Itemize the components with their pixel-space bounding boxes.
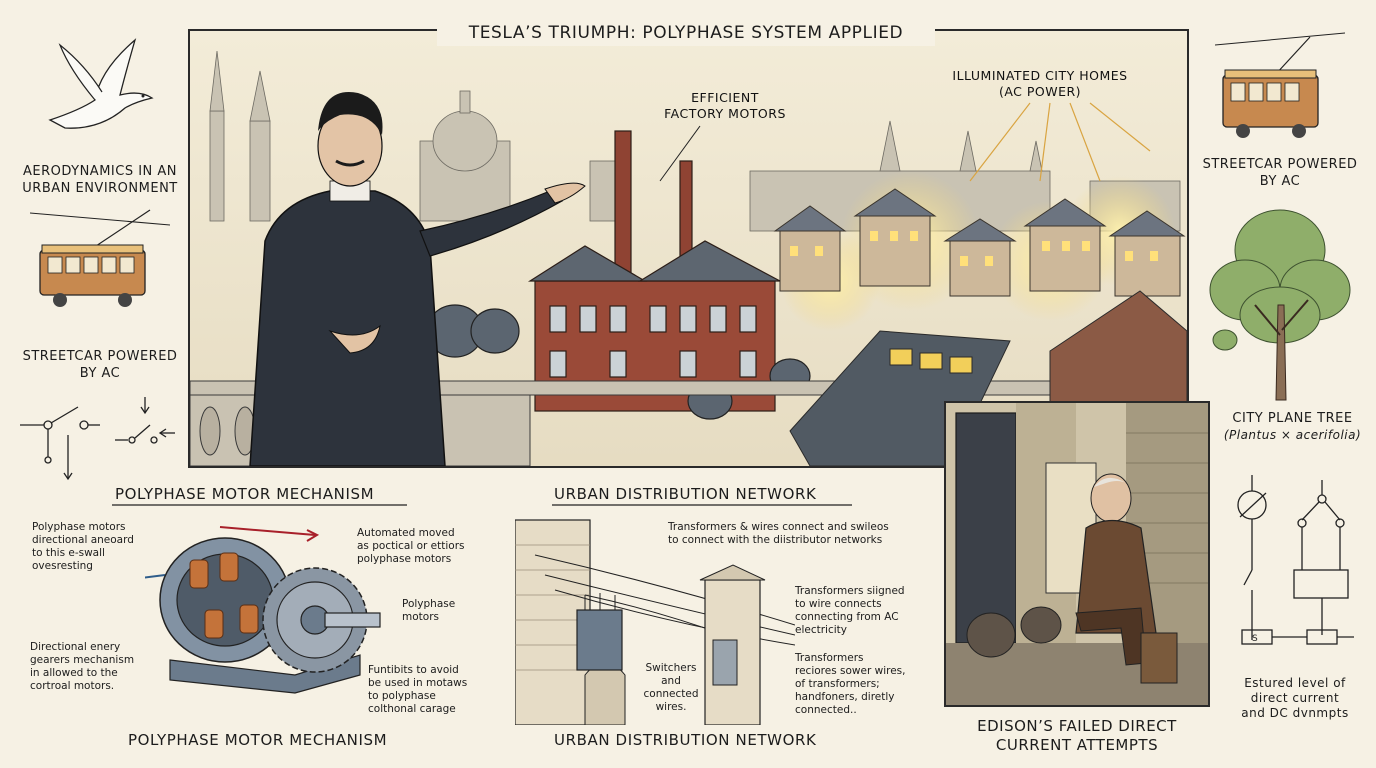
motor-note-rt-3: polyphase motors (357, 553, 452, 565)
motor-note-right-top: Automated moved as poctical or ettiors p… (357, 527, 517, 566)
illuminated-homes (773, 171, 1186, 331)
motor-note-rb-2: be used in motaws (368, 677, 468, 689)
network-note-top: Transformers & wires connect and swileos… (668, 521, 958, 547)
motor-note-lt-3: to this e-swall (32, 547, 105, 559)
illuminated-homes-label: ILLUMINATED CITY HOMES (AC POWER) (930, 68, 1150, 100)
network-note-right-bottom: Transformers reciores sower wires, of tr… (795, 652, 945, 717)
dove-icon (48, 38, 154, 129)
streetcar-left-line1: STREETCAR POWERED (22, 349, 178, 364)
factory-pointer-line (659, 125, 701, 182)
edison-scene-illustration (946, 403, 1208, 705)
motor-note-left-bottom: Directional enery gearers mechanism in a… (30, 641, 170, 693)
homes-label-line2: (AC POWER) (998, 84, 1082, 99)
network-note-rb-3: of transformers; (795, 678, 880, 690)
homes-label-line1: ILLUMINATED CITY HOMES (952, 68, 1128, 83)
motor-note-rt-2: as poctical or ettiors (357, 540, 465, 552)
streetcar-right-line1: STREETCAR POWERED (1202, 157, 1358, 172)
motor-note-lt-1: Polyphase motors (32, 521, 126, 533)
network-note-rt-4: electricity (795, 624, 847, 636)
bird-caption-line2: URBAN ENVIRONMENT (22, 181, 178, 196)
circuit-caption-line3: and DC dvnmpts (1241, 706, 1349, 720)
edison-caption: EDISON’S FAILED DIRECT CURRENT ATTEMPTS (944, 717, 1210, 755)
motor-note-lb-3: in allowed to the (30, 667, 118, 679)
motor-note-right-mid: Polyphase motors (402, 598, 482, 624)
factory-motors-label: EFFICIENT FACTORY MOTORS (640, 90, 810, 122)
network-note-rb-5: connected.. (795, 704, 857, 716)
circuit-caption: Estured level of direct current and DC d… (1220, 676, 1370, 721)
motor-note-lt-4: ovesresting (32, 560, 93, 572)
network-note-l-1: Switchers (645, 662, 697, 674)
network-note-rt-2: to wire connects (795, 598, 882, 610)
streetcar-right-line2: BY AC (1259, 174, 1301, 189)
motor-section-footer: POLYPHASE MOTOR MECHANISM (128, 731, 388, 749)
edison-panel (944, 401, 1210, 707)
home-pointer-lines (969, 102, 1151, 182)
tree-caption: CITY PLANE TREE (Plantus × acerifolia) (1210, 410, 1375, 444)
motor-note-rm-1: Polyphase (402, 598, 456, 610)
network-note-l-4: wires. (655, 701, 687, 713)
motor-section-heading: POLYPHASE MOTOR MECHANISM (115, 485, 375, 503)
streetcar-icon-left (30, 209, 170, 307)
plane-tree-icon (1209, 209, 1351, 401)
circuit-diagram-icon: S (1237, 475, 1354, 645)
motor-note-lb-4: cortroal motors. (30, 680, 115, 692)
network-note-rt-1: Transformers siigned (795, 585, 905, 597)
factory-label-line1: EFFICIENT (691, 90, 759, 105)
streetcar-caption-left: STREETCAR POWERED BY AC (14, 348, 186, 382)
factory-label-line2: FACTORY MOTORS (664, 106, 786, 121)
tree-caption-latin: (Plantus × acerifolia) (1223, 428, 1362, 442)
switch-symbols-icon (20, 397, 175, 481)
network-section-footer: URBAN DISTRIBUTION NETWORK (554, 731, 817, 749)
streetcar-left-line2: BY AC (79, 366, 121, 381)
edison-figure (1075, 473, 1178, 684)
network-note-rb-2: reciores sower wires, (795, 665, 906, 677)
motor-note-lt-2: directional aneoard (32, 534, 134, 546)
circuit-caption-line2: direct current (1250, 691, 1340, 705)
bird-caption: AERODYNAMICS IN AN URBAN ENVIRONMENT (14, 163, 186, 197)
network-note-left: Switchers and connected wires. (636, 662, 706, 714)
tesla-figure (249, 92, 586, 466)
tree-caption-name: CITY PLANE TREE (1232, 411, 1353, 426)
broken-motors (966, 606, 1062, 658)
motor-note-rm-2: motors (402, 611, 439, 623)
svg-text:S: S (1252, 634, 1258, 644)
page-title: TESLA’S TRIUMPH: POLYPHASE SYSTEM APPLIE… (437, 20, 935, 46)
motor-note-rb-4: colthonal carage (368, 703, 456, 715)
motor-heading-underline (112, 504, 407, 506)
motor-note-rt-1: Automated moved (357, 527, 455, 539)
network-note-rb-4: handfoners, diretly (795, 691, 895, 703)
motor-note-right-bottom: Funtibits to avoid be used in motaws to … (368, 664, 518, 716)
edison-caption-line1: EDISON’S FAILED DIRECT (977, 717, 1177, 735)
network-note-right-top: Transformers siigned to wire connects co… (795, 585, 945, 637)
bird-caption-line1: AERODYNAMICS IN AN (22, 164, 178, 179)
edison-caption-line2: CURRENT ATTEMPTS (995, 736, 1159, 754)
streetcar-caption-right: STREETCAR POWERED BY AC (1195, 156, 1365, 190)
polyphase-motor-illustration (145, 526, 381, 694)
network-note-rb-1: Transformers (795, 652, 864, 664)
network-note-l-2: and (661, 675, 681, 687)
motor-note-left-top: Polyphase motors directional aneoard to … (32, 521, 172, 573)
network-heading-underline (552, 504, 852, 506)
motor-note-lb-2: gearers mechanism (30, 654, 135, 666)
distribution-network-illustration (515, 519, 795, 725)
network-note-rt-3: connecting from AC (795, 611, 899, 623)
motor-note-lb-1: Directional enery (30, 641, 121, 653)
streetcar-icon-right (1215, 32, 1345, 138)
motor-note-rb-3: to polyphase (368, 690, 436, 702)
network-section-heading: URBAN DISTRIBUTION NETWORK (554, 485, 817, 503)
motor-note-rb-1: Funtibits to avoid (368, 664, 459, 676)
network-note-top-1: Transformers & wires connect and swileos (668, 521, 889, 533)
network-note-l-3: connected (643, 688, 699, 700)
network-note-top-2: to connect with the diistributor network… (668, 534, 883, 546)
circuit-caption-line1: Estured level of (1244, 676, 1346, 690)
